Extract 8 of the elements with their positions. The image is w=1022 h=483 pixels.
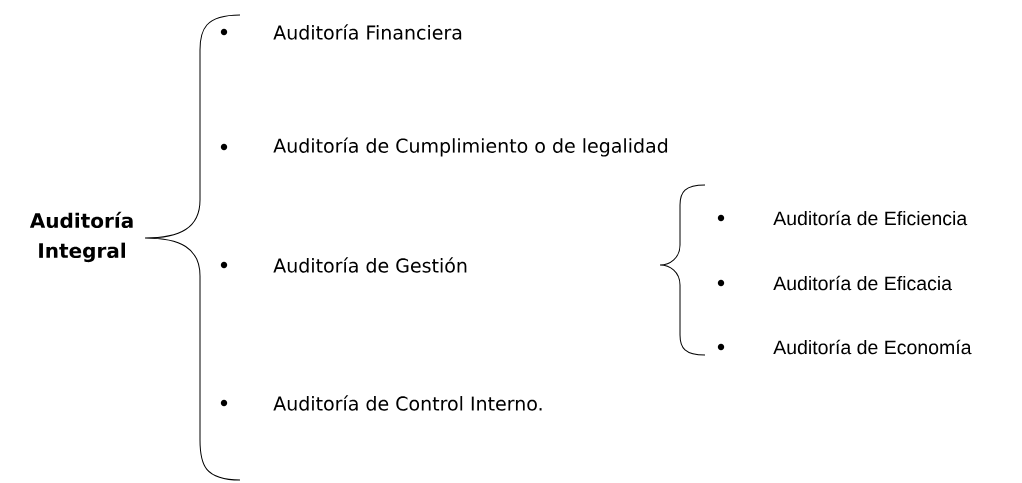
item-text: Auditoría de Cumplimiento o de legalidad — [273, 137, 668, 157]
item-text: Auditoría de Gestión — [273, 257, 467, 273]
item-text: Auditoría de Control Interno. — [273, 395, 542, 411]
item-text: Auditoría de Eficiencia — [773, 210, 968, 226]
item-text: Auditoría de Eficacia — [773, 275, 952, 291]
item-text: Auditoría Financiera — [273, 24, 462, 40]
item-text: Auditoría de Economía — [773, 339, 972, 355]
heading: Auditoría Integral — [29, 211, 133, 263]
